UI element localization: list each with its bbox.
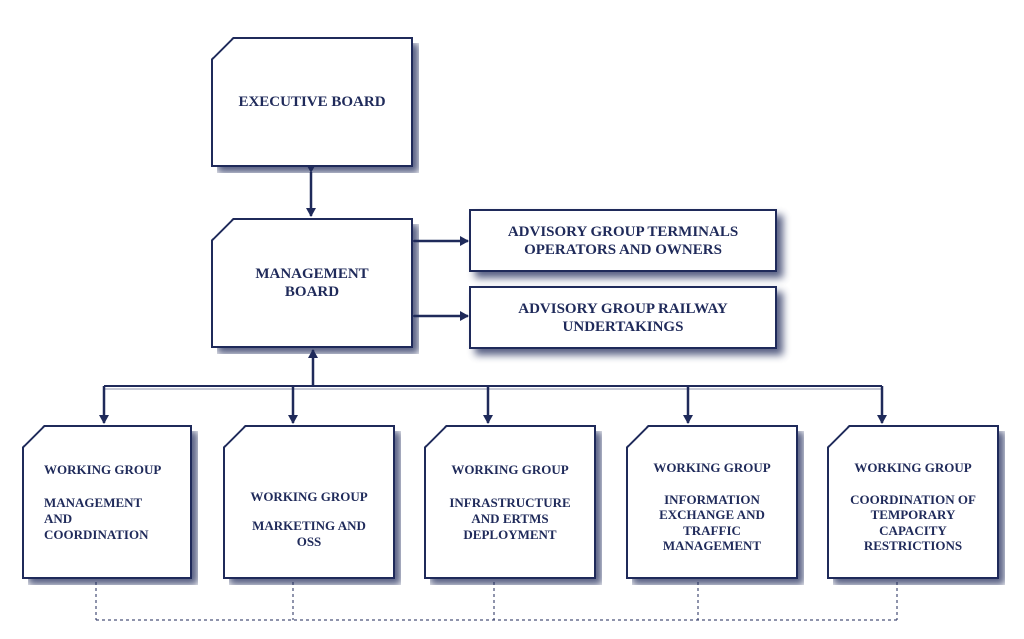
advisory-group-railway-box: ADVISORY GROUP RAILWAY UNDERTAKINGS: [469, 286, 783, 355]
working-group-desc: INFORMATION EXCHANGE AND TRAFFIC MANAGEM…: [659, 491, 765, 554]
working-group-coordination-box: WORKING GROUP COORDINATION OF TEMPORARY …: [827, 425, 1005, 585]
working-group-title: WORKING GROUP: [451, 461, 569, 477]
advisory-group-terminals-label: ADVISORY GROUP TERMINALS OPERATORS AND O…: [507, 223, 739, 258]
executive-board-box: EXECUTIVE BOARD: [211, 37, 419, 173]
dashed-links: [95, 582, 898, 621]
working-group-management-box: WORKING GROUP MANAGEMENT AND COORDINATIO…: [22, 425, 198, 585]
working-group-marketing-box: WORKING GROUP MARKETING AND OSS: [223, 425, 401, 585]
working-group-desc: MANAGEMENT AND COORDINATION: [44, 495, 149, 542]
management-board-box: MANAGEMENT BOARD: [211, 218, 419, 354]
working-group-title: WORKING GROUP: [653, 460, 771, 476]
advisory-group-terminals-box: ADVISORY GROUP TERMINALS OPERATORS AND O…: [469, 209, 783, 278]
working-group-infrastructure-box: WORKING GROUP INFRASTRUCTURE AND ERTMS D…: [424, 425, 602, 585]
working-group-title: WORKING GROUP: [44, 461, 162, 477]
advisory-group-railway-label: ADVISORY GROUP RAILWAY UNDERTAKINGS: [518, 300, 728, 335]
working-group-desc: INFRASTRUCTURE AND ERTMS DEPLOYMENT: [449, 495, 571, 542]
working-group-title: WORKING GROUP: [250, 488, 368, 504]
working-group-desc: COORDINATION OF TEMPORARY CAPACITY RESTR…: [850, 491, 976, 554]
working-group-desc: MARKETING AND OSS: [252, 518, 366, 549]
working-group-title: WORKING GROUP: [854, 460, 972, 476]
management-board-label: MANAGEMENT BOARD: [255, 266, 369, 300]
working-group-information-box: WORKING GROUP INFORMATION EXCHANGE AND T…: [626, 425, 804, 585]
executive-board-label: EXECUTIVE BOARD: [238, 94, 386, 110]
